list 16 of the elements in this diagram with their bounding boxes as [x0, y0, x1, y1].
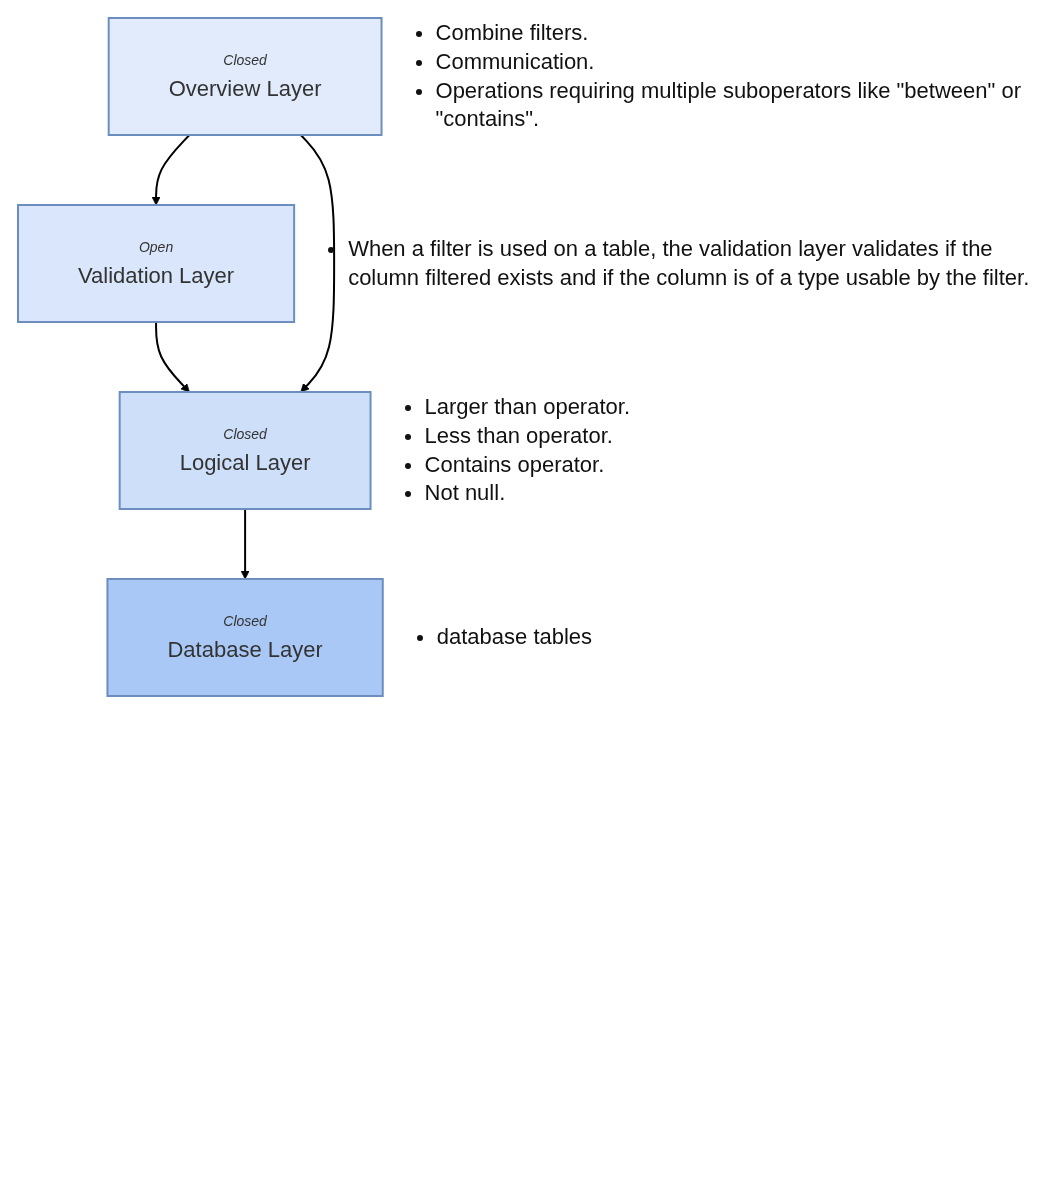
note-text: Communication.: [435, 49, 595, 75]
note-text: When a filter is used on a table, the validation layer validates if the column filtered exists and if the column is of a type usable by the filter.: [348, 236, 1030, 290]
arrow: [240, 508, 250, 580]
note-text: Contains operator.: [424, 451, 605, 477]
note-text: Not null.: [424, 480, 506, 506]
arrow: [155, 321, 190, 393]
note-text: Less than operator.: [424, 423, 613, 449]
node-box: Open Validation Layer: [17, 204, 296, 323]
node-box: Closed Database Layer: [106, 578, 384, 697]
note-text: Larger than operator.: [424, 394, 630, 420]
node-box: Closed Overview Layer: [107, 17, 383, 136]
node-box: Closed Logical Layer: [118, 391, 372, 510]
note-text: Combine filters.: [435, 20, 589, 46]
note-text: Operations requiring multiple suboperators like "between" or "contains".: [435, 77, 1021, 132]
note-text: database tables: [436, 624, 593, 649]
arrow: [151, 134, 191, 206]
